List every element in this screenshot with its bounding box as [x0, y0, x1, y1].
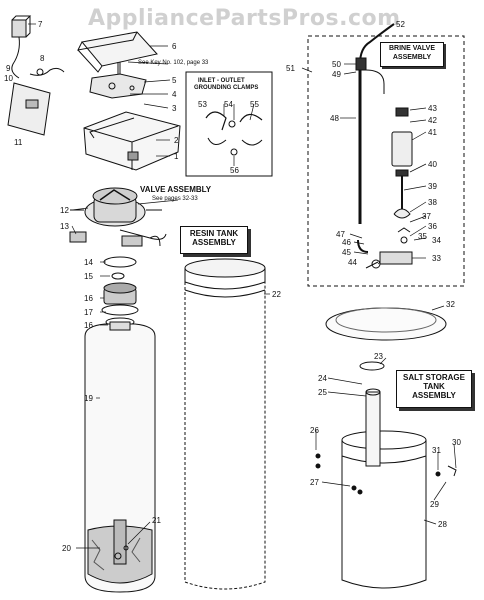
callout-45: 45	[342, 248, 351, 257]
callout-15: 15	[84, 272, 93, 281]
callout-32: 32	[446, 300, 455, 309]
callout-43: 43	[428, 104, 437, 113]
transformer-drawing	[11, 15, 32, 79]
callout-22: 22	[272, 290, 281, 299]
callout-2: 2	[174, 136, 179, 145]
callout-50: 50	[332, 60, 341, 69]
salt-lid-drawing	[325, 307, 447, 371]
callout-38: 38	[428, 198, 437, 207]
callout-7: 7	[38, 20, 43, 29]
callout-39: 39	[428, 182, 437, 191]
callout-34: 34	[432, 236, 441, 245]
salt-tank-drawing	[315, 388, 457, 589]
callout-30: 30	[452, 438, 461, 447]
callout-4: 4	[172, 90, 177, 99]
callout-6: 6	[172, 42, 177, 51]
callout-54: 54	[224, 100, 233, 109]
brine-valve-label-line2: ASSEMBLY	[392, 54, 432, 61]
callout-31: 31	[432, 446, 441, 455]
callout-42: 42	[428, 116, 437, 125]
callout-16-lower: 16	[84, 321, 93, 330]
callout-36: 36	[428, 222, 437, 231]
callout-56: 56	[230, 166, 239, 175]
callout-46: 46	[342, 238, 351, 247]
timer-cover-drawing	[77, 31, 158, 74]
callout-19: 19	[84, 394, 93, 403]
callout-20: 20	[62, 544, 71, 553]
clamps-title-line1: INLET - OUTLET	[198, 78, 245, 84]
callout-29: 29	[430, 500, 439, 509]
callout-17: 17	[84, 308, 93, 317]
callout-10: 10	[4, 74, 13, 83]
mineral-tank-drawing	[84, 321, 156, 593]
callout-27: 27	[310, 478, 319, 487]
callout-33: 33	[432, 254, 441, 263]
brine-assembly-frame	[307, 23, 465, 287]
brine-valve-label-line1: BRINE VALVE	[388, 45, 436, 52]
callout-48: 48	[330, 114, 339, 123]
motor-bracket-drawing	[89, 73, 147, 99]
callout-21: 21	[152, 516, 161, 525]
callout-8: 8	[40, 54, 45, 63]
callout-24: 24	[318, 374, 327, 383]
callout-37: 37	[422, 212, 431, 221]
callout-12: 12	[60, 206, 69, 215]
resin-tank-label-line2: ASSEMBLY	[192, 238, 236, 247]
resin-tank-assembly-label: RESIN TANK ASSEMBLY	[180, 226, 248, 254]
callout-51: 51	[286, 64, 295, 73]
watermark: AppliancePartsPros.com	[88, 6, 401, 31]
see-key-note: See Key No. 102, page 33	[138, 60, 209, 66]
callout-52: 52	[396, 20, 405, 29]
callout-13: 13	[60, 222, 69, 231]
salt-storage-label-line3: ASSEMBLY	[412, 391, 456, 400]
resin-tank-jacket-drawing	[184, 258, 266, 590]
callout-47: 47	[336, 230, 345, 239]
resin-tank-label-line1: RESIN TANK	[189, 229, 239, 238]
valve-drawing	[69, 187, 167, 247]
callout-1: 1	[174, 152, 179, 161]
callout-53: 53	[198, 100, 207, 109]
salt-storage-tank-assembly-label: SALT STORAGE TANK ASSEMBLY	[396, 370, 472, 408]
callout-5: 5	[172, 76, 177, 85]
callout-28: 28	[438, 520, 447, 529]
callout-25: 25	[318, 388, 327, 397]
callout-23: 23	[374, 352, 383, 361]
callout-3: 3	[172, 104, 177, 113]
valve-assembly-label: VALVE ASSEMBLY	[140, 185, 212, 194]
see-pages-note: See pages 32-33	[152, 196, 198, 202]
callout-40: 40	[428, 160, 437, 169]
leader-lines	[28, 23, 457, 549]
callout-11: 11	[14, 138, 23, 147]
callout-44: 44	[348, 258, 357, 267]
brine-valve-assembly-label: BRINE VALVE ASSEMBLY	[380, 42, 444, 67]
clamps-title-line2: GROUNDING CLAMPS	[194, 85, 259, 91]
callout-49: 49	[332, 70, 341, 79]
callout-35: 35	[418, 232, 427, 241]
callout-55: 55	[250, 100, 259, 109]
callout-9: 9	[6, 64, 11, 73]
circuit-board-drawing	[7, 67, 65, 136]
salt-storage-label-line1: SALT STORAGE	[403, 373, 465, 382]
callout-16: 16	[84, 294, 93, 303]
timer-housing-drawing	[83, 111, 181, 171]
clamps-inset-frame	[185, 71, 273, 177]
callout-41: 41	[428, 128, 437, 137]
distributor-adapter-drawing	[101, 282, 139, 327]
salt-storage-label-line2: TANK	[423, 382, 445, 391]
callout-26: 26	[310, 426, 319, 435]
callout-14: 14	[84, 258, 93, 267]
